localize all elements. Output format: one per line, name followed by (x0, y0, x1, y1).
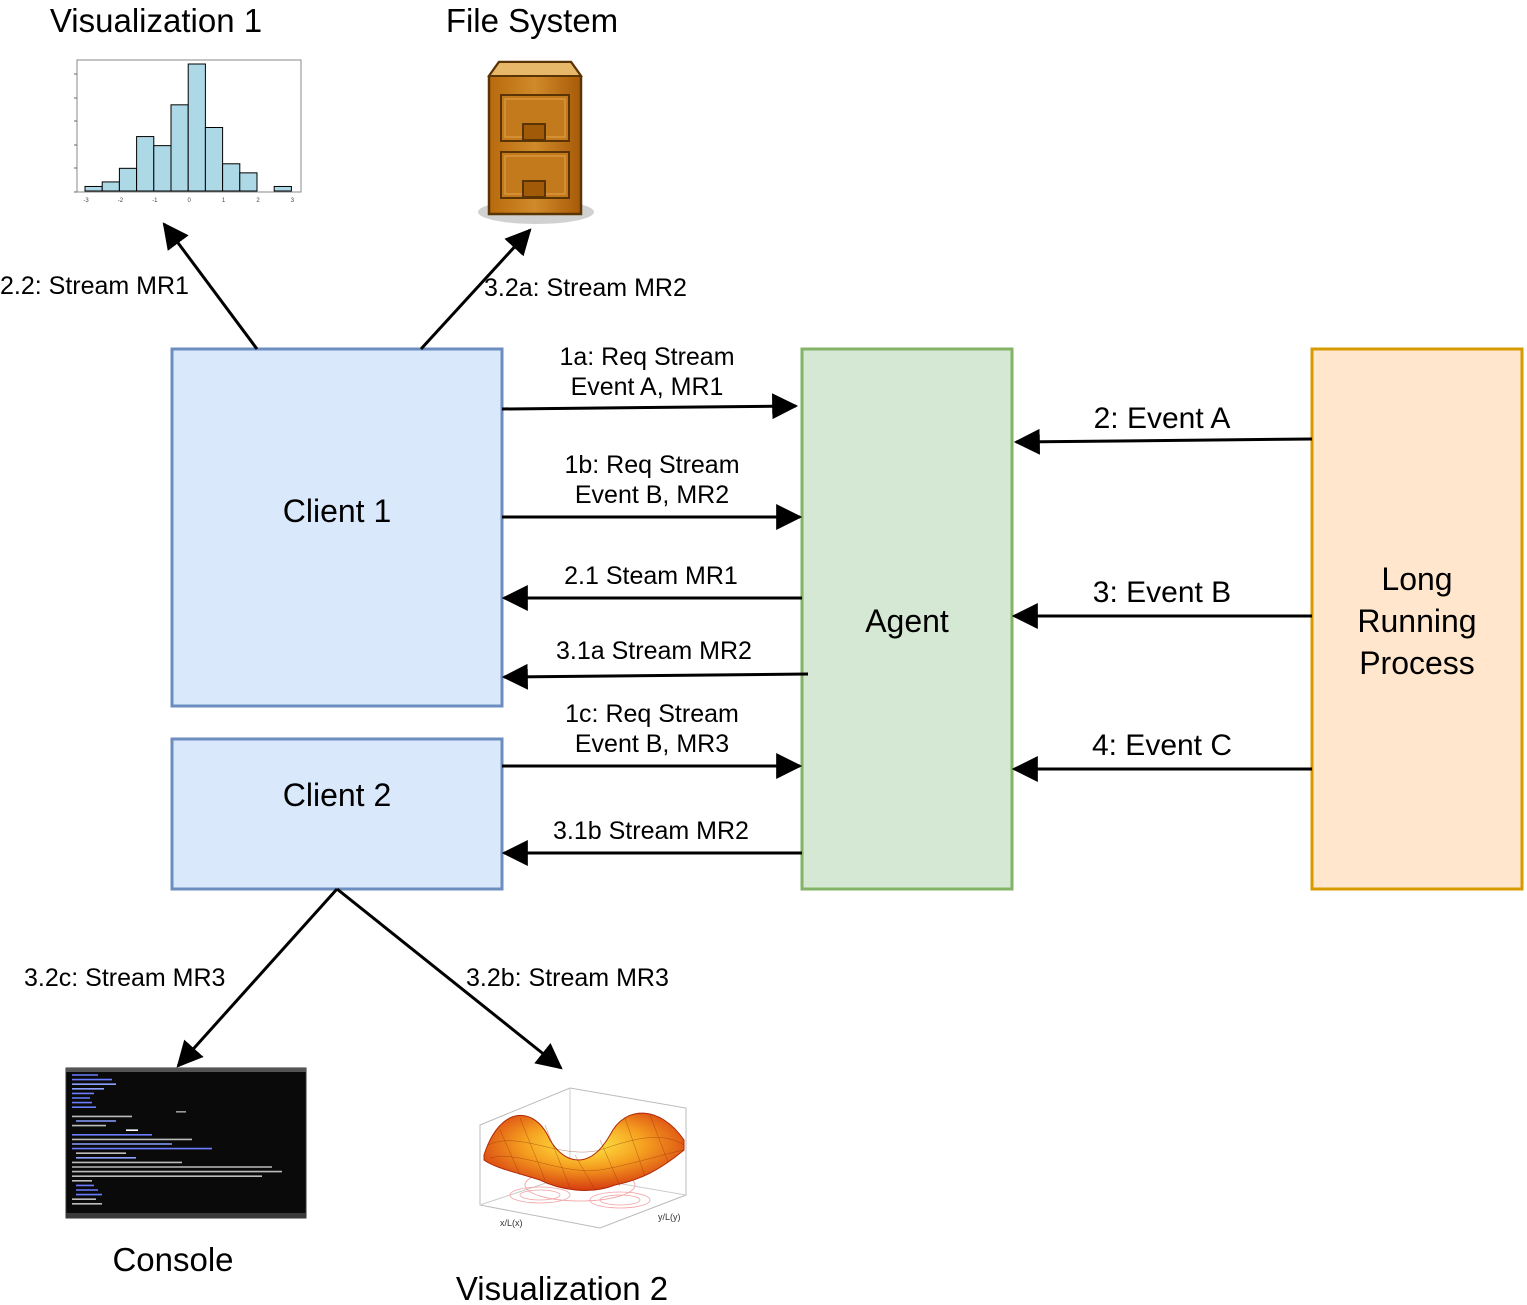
process-label-line3: Process (1359, 645, 1475, 681)
agent-box: Agent (800, 347, 1014, 891)
arrow-event-b-label: 3: Event B (1093, 576, 1231, 609)
histogram-bar (101, 181, 120, 192)
histogram-bars (84, 63, 292, 192)
surface-plot-thumbnail: x/L(x) y/L(y) (479, 1087, 687, 1229)
arrow-event-c: 4: Event C (1011, 729, 1312, 782)
arrow-1b-label-line2: Event B, MR2 (575, 481, 729, 509)
histogram-x-tick-label: 0 (188, 198, 192, 204)
arrow-3-1a-label: 3.1a Stream MR2 (556, 637, 752, 665)
svg-text:x/L(x): x/L(x) (500, 1218, 523, 1228)
file-cabinet-icon (478, 60, 594, 224)
arrow-3-2c: 3.2c: Stream MR3 (24, 887, 339, 1068)
client-1-box: Client 1 (170, 347, 504, 708)
histogram-bar (273, 185, 292, 192)
arrow-3-1a: 3.1a Stream MR2 (501, 637, 809, 690)
histogram-x-tick-label: -3 (83, 198, 89, 204)
process-label-line1: Long (1381, 561, 1452, 597)
arrow-1b: 1b: Req Stream Event B, MR2 (502, 451, 803, 530)
histogram-bar (239, 172, 258, 192)
histogram-x-tick-label: 3 (291, 198, 295, 204)
arrow-1a-label-line2: Event A, MR1 (571, 373, 724, 401)
long-running-process-box: Long Running Process (1310, 347, 1524, 891)
arrow-event-c-label: 4: Event C (1092, 729, 1232, 762)
arrow-event-b: 3: Event B (1011, 576, 1312, 629)
process-label-line2: Running (1357, 603, 1476, 639)
file-system-title: File System (446, 2, 618, 39)
console-text-lines (72, 1074, 282, 1205)
console-title: Console (112, 1241, 233, 1278)
console-thumbnail (65, 1067, 307, 1219)
histogram-bar (153, 145, 172, 192)
histogram-y-ticks (74, 73, 77, 193)
arrow-3-1b-label: 3.1b Stream MR2 (553, 817, 749, 845)
histogram-thumbnail: -3 -2 -1 0 1 2 3 (74, 59, 302, 204)
histogram-bar (222, 163, 241, 192)
visualization-2-title: Visualization 2 (456, 1270, 668, 1305)
histogram-bar (118, 167, 138, 192)
arrow-3-2c-label: 3.2c: Stream MR3 (24, 964, 225, 992)
arrow-1c: 1c: Req Stream Event B, MR3 (502, 700, 803, 779)
histogram-x-tick-label: 2 (256, 198, 260, 204)
visualization-1-title: Visualization 1 (50, 2, 262, 39)
arrow-1b-label-line1: 1b: Req Stream (564, 451, 739, 479)
arrow-2-2: 2.2: Stream MR1 (0, 222, 259, 350)
arrow-3-2a-label: 3.2a: Stream MR2 (484, 274, 687, 302)
histogram-x-tick-label: -1 (152, 198, 158, 204)
agent-label: Agent (865, 603, 949, 639)
histogram-x-tick-label: 1 (222, 198, 226, 204)
histogram-bar (187, 63, 206, 192)
histogram-bar (84, 185, 103, 192)
histogram-bar (170, 104, 189, 192)
arrow-2-1: 2.1 Steam MR1 (501, 562, 802, 611)
client-2-box: Client 2 (170, 737, 504, 891)
arrow-3-1b: 3.1b Stream MR2 (501, 817, 802, 866)
arrow-1c-label-line1: 1c: Req Stream (565, 700, 739, 728)
arrow-2-1-label: 2.1 Steam MR1 (564, 562, 738, 590)
histogram-bar (204, 127, 224, 192)
svg-text:y/L(y): y/L(y) (658, 1212, 681, 1222)
arrow-1c-label-line2: Event B, MR3 (575, 730, 729, 758)
histogram-x-tick-label: -2 (118, 198, 124, 204)
arrow-event-a-label: 2: Event A (1094, 402, 1231, 435)
arrow-3-2b-label: 3.2b: Stream MR3 (466, 964, 669, 992)
arrow-1a-label-line1: 1a: Req Stream (559, 343, 734, 371)
arrow-event-a: 2: Event A (1013, 402, 1313, 455)
arrow-3-2b: 3.2b: Stream MR3 (336, 887, 669, 1070)
client-2-label: Client 2 (283, 777, 392, 813)
arrow-2-2-label: 2.2: Stream MR1 (0, 272, 189, 300)
histogram-bar (136, 136, 155, 192)
arrow-1a: 1a: Req Stream Event A, MR1 (501, 343, 799, 420)
arrow-3-2a: 3.2a: Stream MR2 (419, 228, 687, 351)
client-1-label: Client 1 (283, 493, 392, 529)
histogram-x-ticks: -3 -2 -1 0 1 2 3 (83, 198, 294, 204)
surface-mesh (487, 1114, 685, 1191)
